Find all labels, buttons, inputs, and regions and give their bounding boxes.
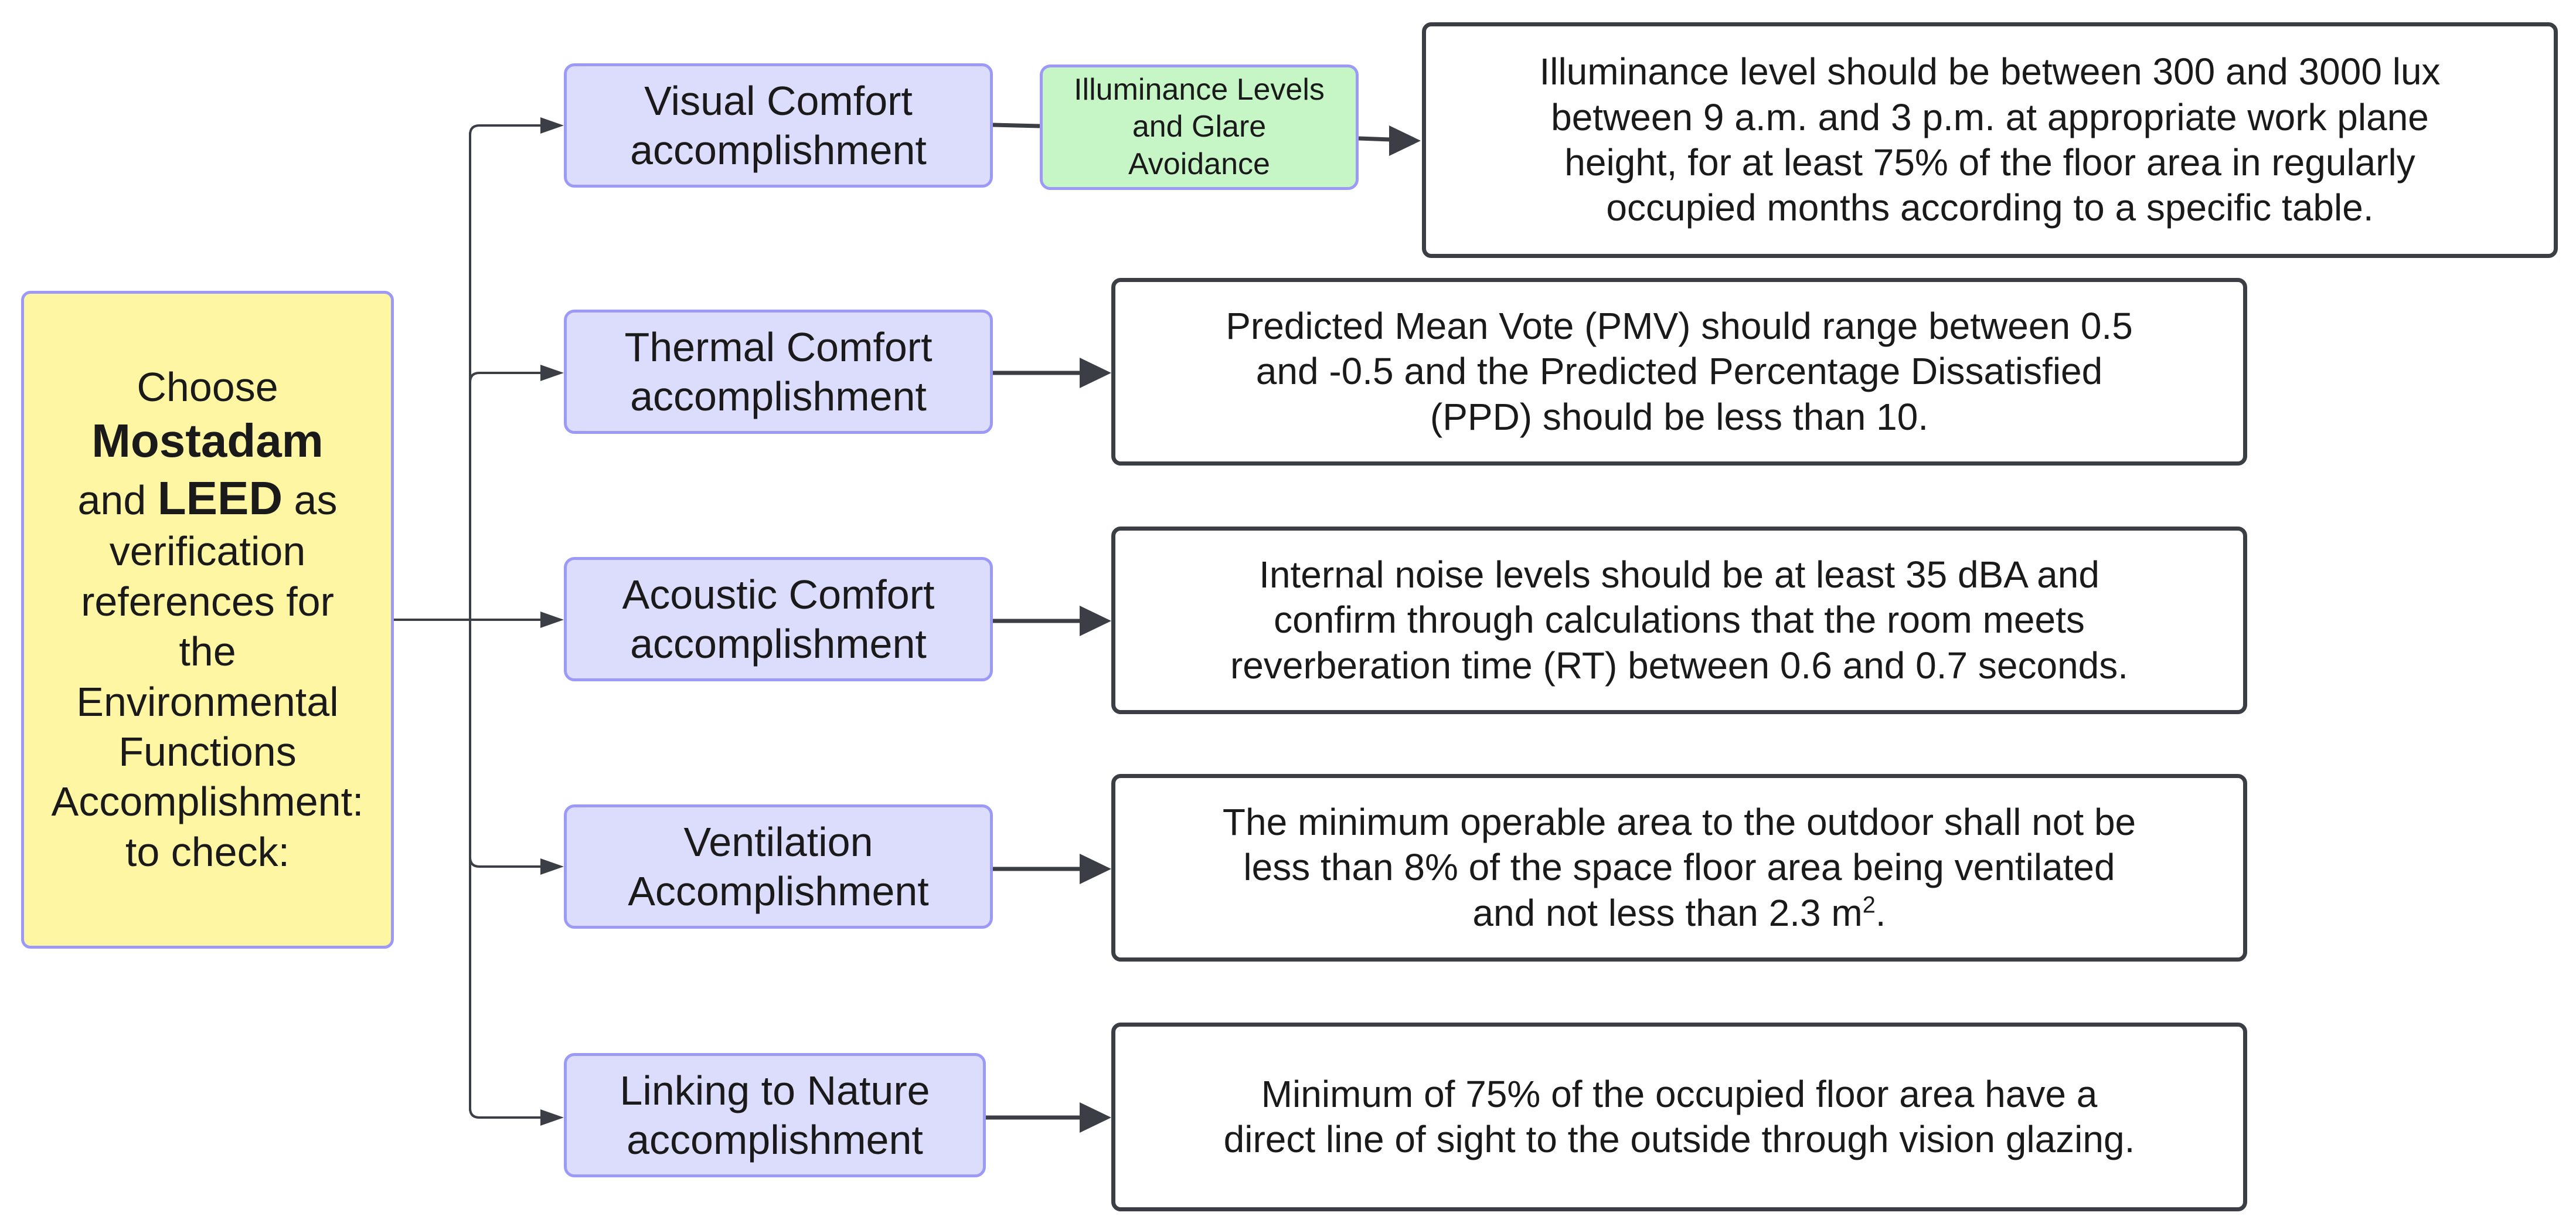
description-arrowheads: [1080, 125, 1421, 1133]
category-label-line-1: Thermal Comfort: [624, 324, 933, 370]
description-line-1: Minimum of 75% of the occupied floor are…: [1261, 1072, 2098, 1115]
root-line-6: the: [179, 629, 236, 675]
note-line-1: Illuminance Levels: [1074, 72, 1325, 107]
category-visual-comfort: Visual Comfort accomplishment: [564, 63, 993, 188]
category-label-line-2: accomplishment: [627, 1117, 923, 1163]
description-line-1: Predicted Mean Vote (PMV) should range b…: [1226, 304, 2133, 347]
description-thermal-comfort: Predicted Mean Vote (PMV) should range b…: [1111, 278, 2247, 466]
arrowhead-nature-description: [1080, 1102, 1111, 1133]
root-line-7: Environmental: [76, 678, 339, 725]
branch-arrowhead-thermal: [540, 365, 564, 381]
category-label-line-1: Acoustic Comfort: [622, 572, 935, 617]
description-ventilation: The minimum operable area to the outdoor…: [1111, 774, 2247, 962]
root-line-10: to check:: [125, 828, 290, 875]
description-line-3: and not less than 2.3 m2.: [1472, 891, 1886, 936]
trunk-thermal-curve: [469, 372, 480, 383]
description-line-1: Internal noise levels should be at least…: [1259, 553, 2099, 596]
description-line-3-end: .: [1875, 891, 1886, 934]
root-line-3: and LEED as: [78, 470, 338, 527]
category-label-line-1: Ventilation: [683, 819, 873, 865]
description-line-2: confirm through calculations that the ro…: [1274, 599, 2085, 641]
category-label-line-1: Visual Comfort: [644, 78, 913, 124]
description-line-2: and -0.5 and the Predicted Percentage Di…: [1255, 350, 2103, 393]
root-line-4: verification: [109, 528, 306, 575]
note-line-3: Avoidance: [1128, 147, 1270, 181]
root-line-9: Accomplishment:: [51, 779, 364, 825]
visual-to-note-line: [992, 123, 1040, 128]
root-mostadam: Mostadam: [91, 415, 324, 467]
category-label-line-2: accomplishment: [630, 127, 927, 173]
illuminance-glare-note: Illuminance Levels and Glare Avoidance: [1040, 64, 1359, 190]
description-line-3: reverberation time (RT) between 0.6 and …: [1230, 644, 2129, 687]
root-leed: LEED: [157, 471, 283, 524]
description-line-2: direct line of sight to the outside thro…: [1223, 1118, 2135, 1160]
category-thermal-comfort: Thermal Comfort accomplishment: [564, 310, 993, 434]
category-linking-to-nature: Linking to Nature accomplishment: [564, 1053, 986, 1177]
category-label-line-1: Linking to Nature: [620, 1068, 930, 1113]
arrowhead-ventilation-description: [1080, 854, 1111, 884]
root-line-5: references for: [81, 578, 334, 624]
tree-connector: [394, 124, 540, 1119]
squared-superscript: 2: [1862, 892, 1876, 918]
description-line-3-text: and not less than 2.3 m: [1472, 891, 1863, 934]
trunk-top-curve: [469, 124, 540, 135]
category-acoustic-comfort: Acoustic Comfort accomplishment: [564, 557, 993, 681]
arrowhead-note-description: [1389, 125, 1421, 156]
branch-arrowhead-ventilation: [540, 858, 564, 875]
category-label-line-2: accomplishment: [630, 621, 927, 667]
description-line-1: The minimum operable area to the outdoor…: [1222, 800, 2136, 843]
description-line-1: Illuminance level should be between 300 …: [1539, 50, 2441, 93]
description-line-2: less than 8% of the space floor area bei…: [1243, 846, 2115, 889]
branch-arrowhead-acoustic: [540, 612, 564, 628]
description-line-3: height, for at least 75% of the floor ar…: [1564, 141, 2415, 184]
description-line-2: between 9 a.m. and 3 p.m. at appropriate…: [1551, 96, 2429, 138]
category-ventilation: Ventilation Accomplishment: [564, 804, 993, 929]
trunk-ventilation-curve: [469, 857, 480, 868]
category-label-line-2: Accomplishment: [628, 868, 929, 914]
trunk-bottom-curve: [469, 1108, 540, 1119]
branch-arrowheads: [540, 117, 564, 1126]
note-to-description-line: [1358, 136, 1391, 142]
note-line-2: and Glare: [1132, 110, 1267, 144]
root-line-1: Choose: [137, 364, 278, 410]
arrowhead-thermal-description: [1080, 358, 1111, 388]
root-line-3-post: as: [283, 477, 338, 523]
root-line-3-pre: and: [77, 477, 158, 523]
description-line-4: occupied months according to a specific …: [1606, 186, 2374, 229]
description-acoustic-comfort: Internal noise levels should be at least…: [1111, 527, 2247, 714]
description-visual-comfort: Illuminance level should be between 300 …: [1422, 22, 2558, 258]
branch-arrowhead-nature: [540, 1109, 564, 1126]
root-node: Choose Mostadam and LEED as verification…: [21, 291, 394, 949]
description-arrows: [986, 123, 1391, 1120]
description-line-3: (PPD) should be less than 10.: [1430, 395, 1929, 438]
description-linking-to-nature: Minimum of 75% of the occupied floor are…: [1111, 1023, 2247, 1211]
branch-arrowhead-visual: [540, 117, 564, 134]
category-label-line-2: accomplishment: [630, 373, 927, 419]
arrowhead-acoustic-description: [1080, 606, 1111, 636]
root-line-8: Functions: [118, 728, 297, 775]
